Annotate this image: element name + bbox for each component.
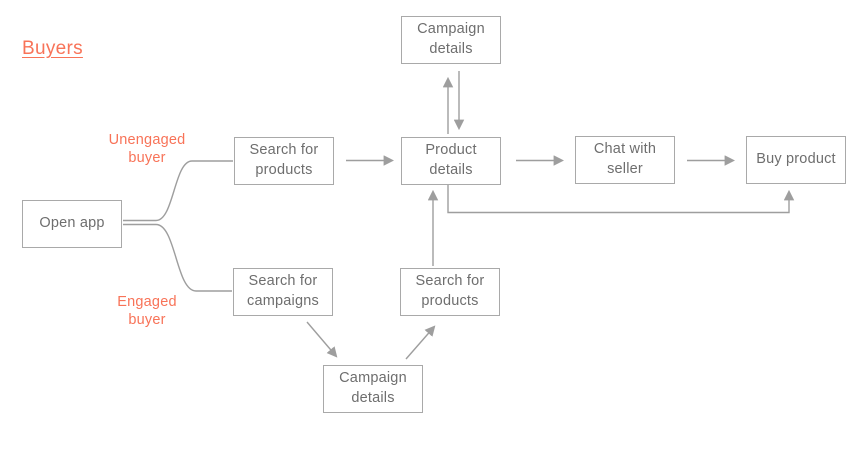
node-product-details-label: Product details <box>425 142 477 178</box>
label-unengaged-buyer: Unengaged buyer <box>108 132 186 167</box>
node-campaign-details-bottom[interactable]: Campaign details <box>323 365 423 413</box>
node-campaign-details-top[interactable]: Campaign details <box>401 16 501 64</box>
node-open-app[interactable]: Open app <box>22 200 122 248</box>
label-engaged-buyer: Engaged buyer <box>117 294 177 329</box>
node-campaign-details-bottom-label: Campaign details <box>339 370 407 406</box>
node-product-details[interactable]: Product details <box>401 137 501 185</box>
connector-openapp-searchcampaigns <box>123 223 232 292</box>
node-campaign-details-top-label: Campaign details <box>417 21 485 57</box>
arrow-productdetails-buyproduct <box>447 184 795 214</box>
arrow-campaigndetails-searchproductsbottom <box>405 325 436 360</box>
node-chat-with-seller-label: Chat with seller <box>593 141 657 177</box>
node-chat-with-seller[interactable]: Chat with seller <box>575 136 675 184</box>
node-search-for-products-bottom-label: Search for products <box>415 273 485 309</box>
node-buy-product[interactable]: Buy product <box>746 136 846 184</box>
node-open-app-label: Open app <box>39 215 105 232</box>
connector-openapp-searchproducts <box>123 160 233 222</box>
node-search-for-products-bottom[interactable]: Search for products <box>400 268 500 316</box>
node-search-for-products-top-label: Search for products <box>249 142 319 178</box>
node-search-for-campaigns[interactable]: Search for campaigns <box>233 268 333 316</box>
node-search-for-products-top[interactable]: Search for products <box>234 137 334 185</box>
node-buy-product-label: Buy product <box>756 151 836 168</box>
arrow-searchcampaigns-campaigndetails <box>306 321 338 358</box>
node-search-for-campaigns-label: Search for campaigns <box>247 273 319 309</box>
page-title: Buyers <box>22 38 83 59</box>
